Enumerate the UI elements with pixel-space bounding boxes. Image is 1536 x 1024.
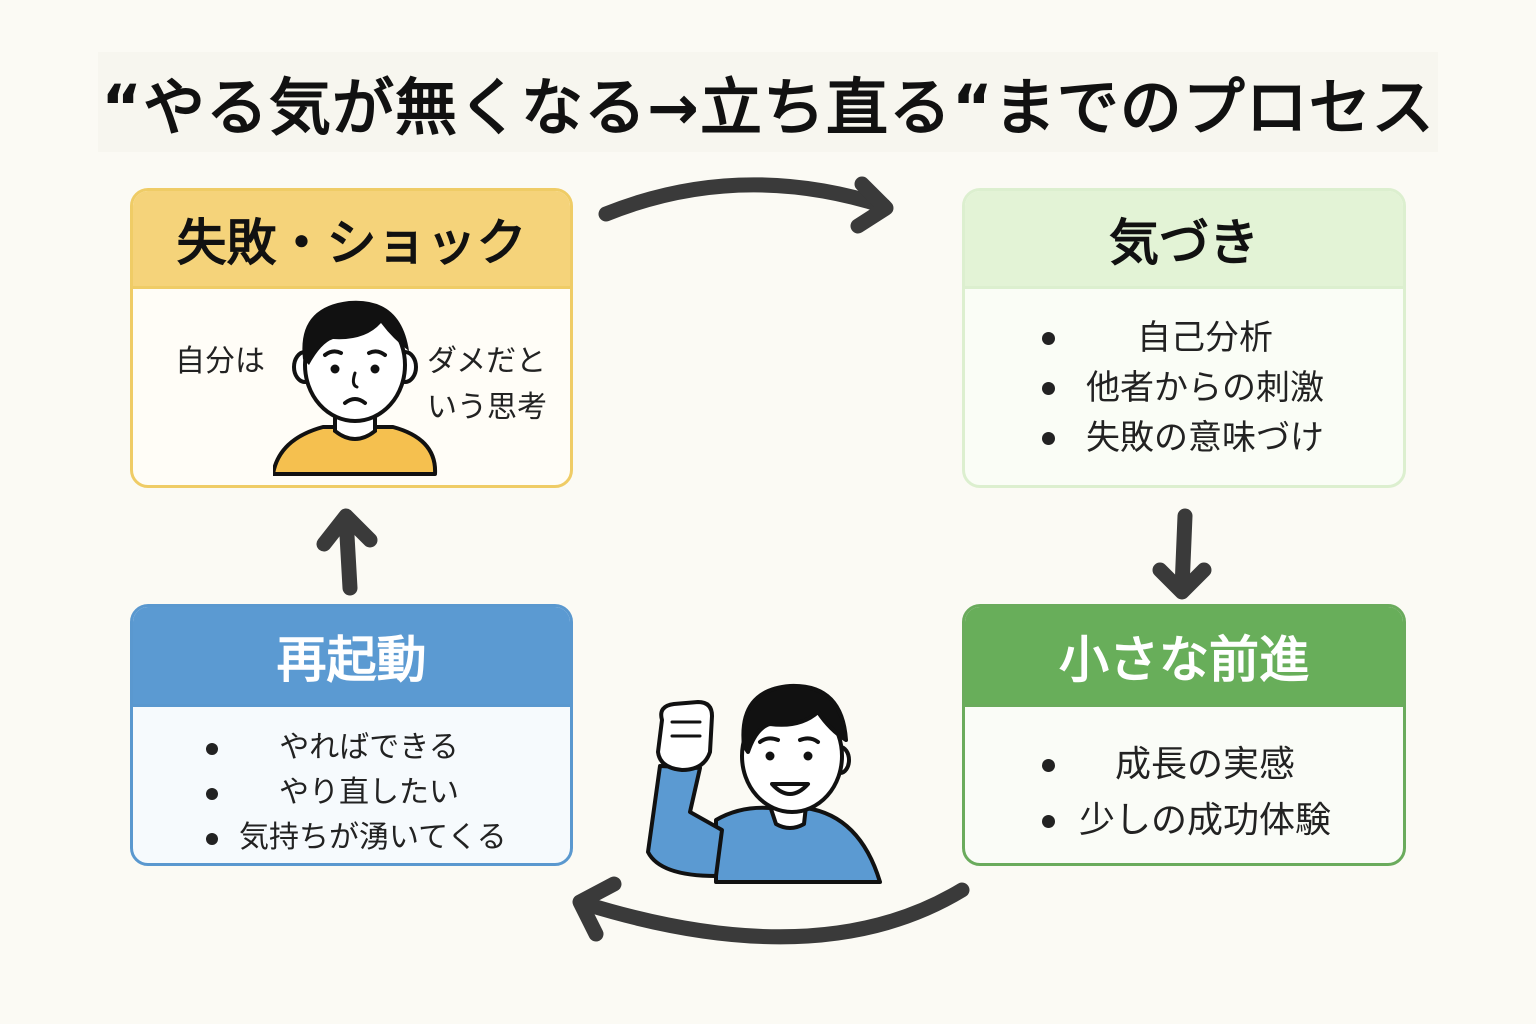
arrow-head-left-icon <box>316 508 378 552</box>
shock-left-text: 自分は <box>175 344 265 379</box>
bullet-icon <box>1042 759 1055 772</box>
bullet-icon <box>1042 332 1055 345</box>
list-item: 成長の実感 <box>1035 737 1395 793</box>
card-progress-header: 小さな前進 <box>965 607 1403 707</box>
list-item: 失敗の意味づけ <box>1035 413 1395 463</box>
card-restart-header: 再起動 <box>133 607 570 707</box>
card-awareness-heading: 気づき <box>1109 213 1259 272</box>
bullet-icon <box>1042 382 1055 395</box>
list-item: やればできる <box>199 725 559 770</box>
cheering-person-icon <box>646 683 882 884</box>
progress-list: 成長の実感 少しの成功体験 <box>1035 737 1395 849</box>
list-item: 少しの成功体験 <box>1035 793 1395 849</box>
bullet-icon <box>206 833 218 845</box>
card-restart: 再起動 やればできる やり直したい 気持ちが湧いてくる <box>130 604 573 866</box>
arrow-head-bottom-icon <box>572 876 622 942</box>
card-shock-heading: 失敗・ショック <box>176 213 527 272</box>
sad-person-icon <box>273 300 438 476</box>
arrow-head-top-icon <box>850 176 894 234</box>
restart-list: やればできる やり直したい 気持ちが湧いてくる <box>199 725 559 860</box>
card-shock-header: 失敗・ショック <box>133 191 570 289</box>
card-progress-body: 成長の実感 少しの成功体験 <box>965 707 1403 863</box>
arrow-restart-to-shock <box>338 510 358 596</box>
list-item: 気持ちが湧いてくる <box>199 815 559 860</box>
card-awareness: 気づき 自己分析 他者からの刺激 失敗の意味づけ <box>962 188 1406 488</box>
card-shock: 失敗・ショック 自分は ダメだと いう思考 <box>130 188 573 488</box>
arrow-progress-to-restart <box>578 882 970 945</box>
card-awareness-header: 気づき <box>965 191 1403 289</box>
shock-right-text-2: いう思考 <box>427 390 547 425</box>
card-shock-body: 自分は ダメだと いう思考 <box>133 289 570 485</box>
arrow-shock-to-awareness <box>598 177 892 222</box>
shock-right-text-1: ダメだと <box>427 344 547 379</box>
bullet-icon <box>206 743 218 755</box>
list-item: 自己分析 <box>1035 313 1395 363</box>
card-restart-heading: 再起動 <box>276 630 427 689</box>
awareness-list: 自己分析 他者からの刺激 失敗の意味づけ <box>1035 313 1395 463</box>
card-progress-heading: 小さな前進 <box>1059 630 1309 689</box>
list-item: 他者からの刺激 <box>1035 363 1395 413</box>
card-restart-body: やればできる やり直したい 気持ちが湧いてくる <box>133 707 570 863</box>
card-awareness-body: 自己分析 他者からの刺激 失敗の意味づけ <box>965 289 1403 485</box>
bullet-icon <box>206 788 218 800</box>
list-item: やり直したい <box>199 770 559 815</box>
bullet-icon <box>1042 815 1055 828</box>
arrow-awareness-to-progress <box>1174 508 1193 596</box>
page-title: “やる気が無くなる→立ち直る“までのプロセス <box>101 71 1435 144</box>
title-band: “やる気が無くなる→立ち直る“までのプロセス <box>98 52 1438 152</box>
card-progress: 小さな前進 成長の実感 少しの成功体験 <box>962 604 1406 866</box>
arrow-head-right-icon <box>1152 562 1212 600</box>
bullet-icon <box>1042 432 1055 445</box>
